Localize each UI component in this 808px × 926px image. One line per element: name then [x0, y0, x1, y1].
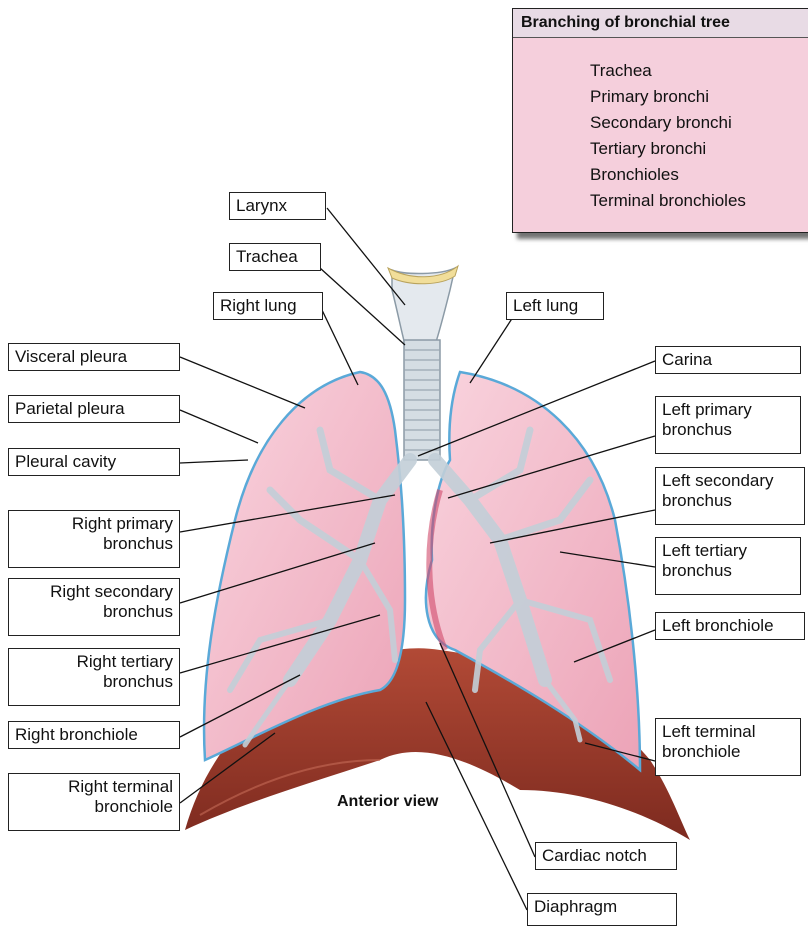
legend-item-tertiary-bronchi: Tertiary bronchi	[590, 139, 706, 159]
label-carina: Carina	[655, 346, 801, 374]
label-diaphragm: Diaphragm	[527, 893, 677, 926]
label-visceral-pleura: Visceral pleura	[8, 343, 180, 371]
label-parietal-pleura: Parietal pleura	[8, 395, 180, 423]
legend-item-terminal-bronchioles: Terminal bronchioles	[590, 191, 746, 211]
legend-title: Branching of bronchial tree	[513, 9, 808, 38]
legend-item-primary-bronchi: Primary bronchi	[590, 87, 709, 107]
label-left-lung: Left lung	[506, 292, 604, 320]
legend-item-bronchioles: Bronchioles	[590, 165, 679, 185]
label-larynx: Larynx	[229, 192, 326, 220]
label-trachea: Trachea	[229, 243, 321, 271]
legend-item-trachea: Trachea	[590, 61, 652, 81]
label-pleural-cavity: Pleural cavity	[8, 448, 180, 476]
legend-item-secondary-bronchi: Secondary bronchi	[590, 113, 732, 133]
label-right-lung: Right lung	[213, 292, 323, 320]
figure-caption: Anterior view	[337, 793, 438, 811]
label-right-bronchiole: Right bronchiole	[8, 721, 180, 749]
label-left-bronchiole: Left bronchiole	[655, 612, 805, 640]
label-cardiac-notch: Cardiac notch	[535, 842, 677, 870]
